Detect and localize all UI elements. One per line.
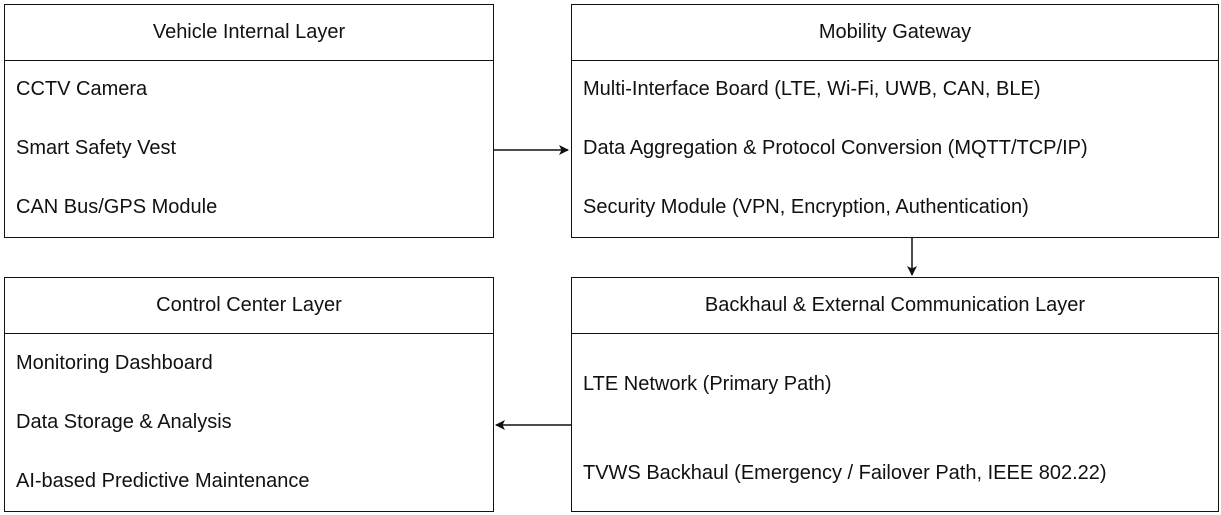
backhaul-layer-box: Backhaul & External Communication Layer … [571, 277, 1219, 512]
gateway-item-multi-interface-board: Multi-Interface Board (LTE, Wi-Fi, UWB, … [583, 78, 1041, 100]
control-center-layer-title: Control Center Layer [5, 278, 493, 334]
control-item-ai-maintenance: AI-based Predictive Maintenance [16, 470, 310, 492]
vehicle-item-can-bus-gps: CAN Bus/GPS Module [16, 196, 218, 218]
vehicle-internal-layer-title: Vehicle Internal Layer [5, 5, 493, 61]
control-item-monitoring-dashboard: Monitoring Dashboard [16, 352, 213, 374]
vehicle-item-smart-safety-vest: Smart Safety Vest [16, 137, 177, 159]
mobility-gateway-title: Mobility Gateway [572, 5, 1218, 61]
gateway-item-data-aggregation: Data Aggregation & Protocol Conversion (… [583, 137, 1088, 159]
control-center-layer-box: Control Center Layer Monitoring Dashboar… [4, 277, 494, 512]
gateway-item-security-module: Security Module (VPN, Encryption, Authen… [583, 196, 1029, 218]
mobility-gateway-box: Mobility Gateway Multi-Interface Board (… [571, 4, 1219, 238]
backhaul-item-tvws-backhaul: TVWS Backhaul (Emergency / Failover Path… [583, 462, 1107, 484]
backhaul-item-lte-network: LTE Network (Primary Path) [583, 373, 832, 395]
vehicle-internal-layer-box: Vehicle Internal Layer CCTV Camera Smart… [4, 4, 494, 238]
control-item-data-storage: Data Storage & Analysis [16, 411, 232, 433]
backhaul-layer-title: Backhaul & External Communication Layer [572, 278, 1218, 334]
vehicle-item-cctv-camera: CCTV Camera [16, 78, 148, 100]
